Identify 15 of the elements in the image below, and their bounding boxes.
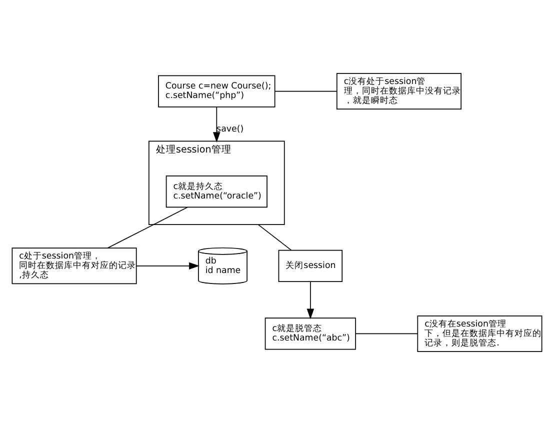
connector <box>274 90 338 92</box>
node-box: c就是脱管态 c.setName(“abc”) <box>264 318 356 350</box>
connector <box>355 333 418 334</box>
connector <box>107 206 188 248</box>
edge-label: save() <box>216 124 244 135</box>
node-box: c没有在session管理下，但是在数据库中有对应的记录，则是脱管态. <box>417 316 542 352</box>
arrow <box>213 106 220 143</box>
node-box: c就是持久态 c.setName(“oracle”) <box>166 176 268 208</box>
arrow <box>306 281 314 320</box>
arrow <box>136 262 200 270</box>
connector <box>258 224 292 251</box>
node-box: 关闭session <box>278 250 343 282</box>
node-box: Course c=new Course(); c.setName(“php”) <box>158 75 276 108</box>
node-box: c没有处于session管理，同时在数据库中没有记录，就是瞬时态 <box>336 73 462 110</box>
node-box: c处于session管理，同时在数据库中有对应的记录,持久态 <box>12 248 137 284</box>
